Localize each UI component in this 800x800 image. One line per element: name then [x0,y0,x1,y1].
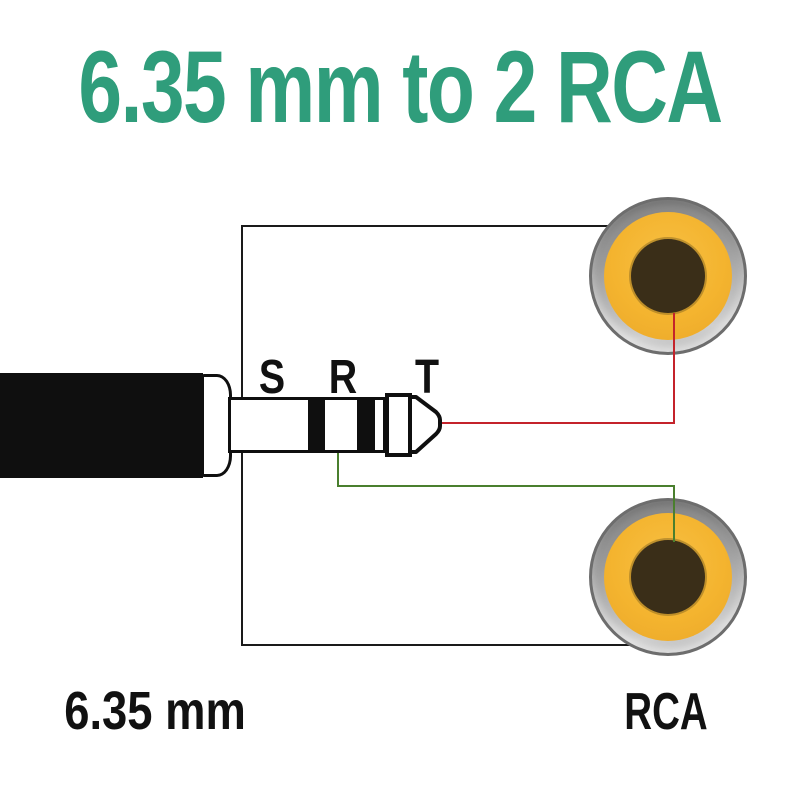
page-title: 6.35 mm to 2 RCA [78,36,800,138]
label-tip: T [414,351,440,404]
rca-connector-top [589,197,747,355]
wire-tip-horizontal [440,422,675,424]
plug-insulator-band-1 [308,397,325,453]
plug-tip-cone [408,395,442,454]
wire-shield-top [242,225,609,227]
caption-plug: 6.35 mm [64,681,246,741]
wire-ring-horizontal [337,485,675,487]
rca-connector-bottom [589,498,747,656]
label-sleeve: S [258,351,286,404]
page-title-text: 6.35 mm to 2 RCA [78,30,723,144]
wire-shield-bottom [242,644,634,646]
wire-ring-drop [337,451,339,487]
plug-collar [201,374,232,477]
rca-center-pin [631,540,705,614]
caption-rca: RCA [624,683,708,741]
plug-cable-body [0,373,203,478]
plug-insulator-band-2 [357,397,375,453]
label-ring: R [328,351,358,404]
rca-center-pin [631,239,705,313]
wire-tip-vertical [673,313,675,424]
wire-ring-vertical [673,486,675,542]
